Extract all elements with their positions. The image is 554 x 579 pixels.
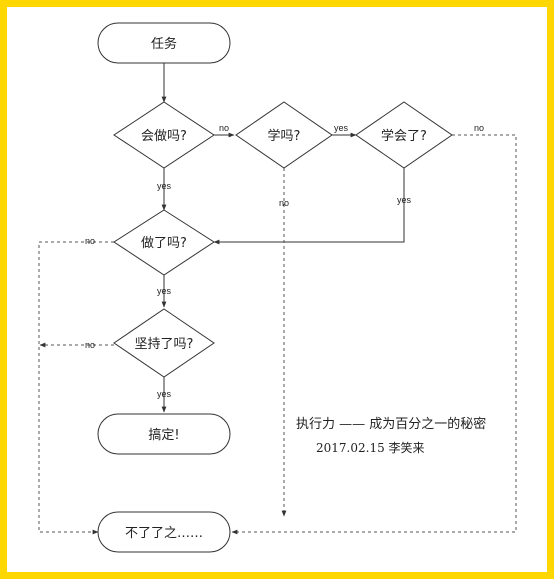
- node-end-label: 不了了之……: [125, 526, 203, 541]
- edge-done-no-to-end: [38, 241, 114, 535]
- label-learn-yes: yes: [334, 123, 349, 133]
- label-done-yes: yes: [157, 286, 172, 296]
- node-learned-label: 学会了?: [381, 128, 427, 144]
- node-learned: 学会了?: [355, 101, 453, 169]
- edge-learned-to-done: [213, 168, 405, 245]
- edge-learned-no-to-end: [231, 134, 517, 535]
- node-done-label: 做了吗?: [141, 236, 187, 251]
- label-done-no: no: [85, 236, 95, 246]
- edge-labels: no yes no yes no yes no yes no yes: [85, 123, 484, 399]
- node-start: 任务: [97, 22, 231, 64]
- node-learn: 学吗?: [235, 101, 333, 169]
- label-learned-no: no: [474, 123, 484, 133]
- node-can-do-label: 会做吗?: [141, 129, 187, 144]
- caption: 执行力 —— 成为百分之一的秘密 2017.02.15 李笑来: [296, 416, 486, 455]
- node-learn-label: 学吗?: [268, 128, 301, 144]
- node-end: 不了了之……: [97, 511, 231, 553]
- caption-title: 执行力 —— 成为百分之一的秘密: [296, 416, 486, 432]
- node-persist: 坚持了吗?: [113, 308, 215, 378]
- caption-byline: 2017.02.15 李笑来: [316, 440, 425, 455]
- node-can-do: 会做吗?: [113, 101, 215, 169]
- node-finish: 搞定!: [97, 413, 231, 455]
- node-finish-label: 搞定!: [148, 427, 179, 443]
- label-persist-no: no: [85, 340, 95, 350]
- label-can-do-yes: yes: [157, 181, 172, 191]
- solid-edges: [161, 63, 405, 413]
- label-can-do-no: no: [219, 123, 229, 133]
- dashed-edges: [38, 134, 517, 535]
- node-done: 做了吗?: [113, 209, 215, 276]
- label-persist-yes: yes: [157, 389, 172, 399]
- label-learn-no: no: [279, 198, 289, 208]
- node-start-label: 任务: [151, 36, 177, 52]
- node-persist-label: 坚持了吗?: [135, 337, 194, 352]
- label-learned-yes: yes: [397, 195, 412, 205]
